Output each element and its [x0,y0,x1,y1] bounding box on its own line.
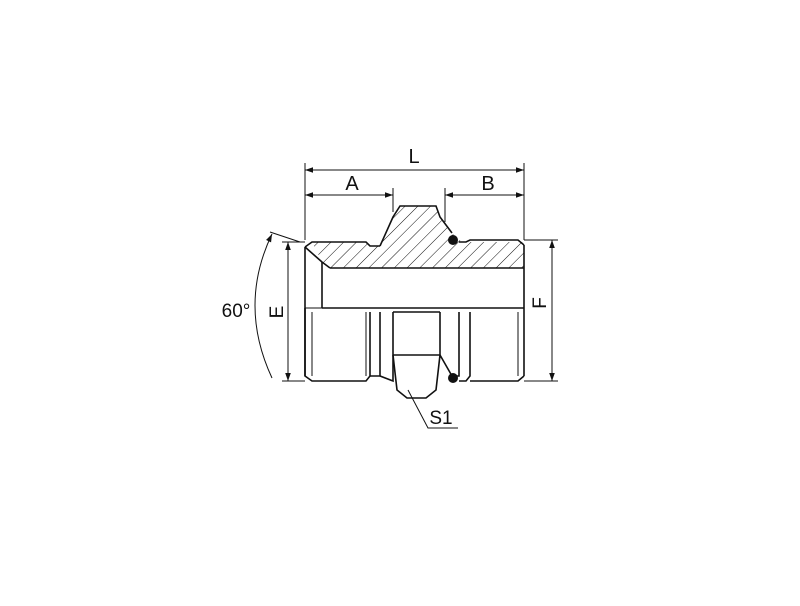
lower-view [304,308,525,399]
label-F: F [530,297,551,309]
label-60-degrees: 60° [222,301,251,322]
label-S1: S1 [429,408,452,429]
section-hatch [312,206,524,268]
label-L: L [408,146,419,168]
dim-arc-60 [254,233,273,379]
label-B: B [481,173,494,195]
o-ring-bottom [448,373,458,383]
label-E: E [267,306,288,319]
extension-lines [269,163,558,382]
leader-S1 [407,389,458,429]
label-A: A [345,173,359,195]
o-ring-top [448,235,458,245]
